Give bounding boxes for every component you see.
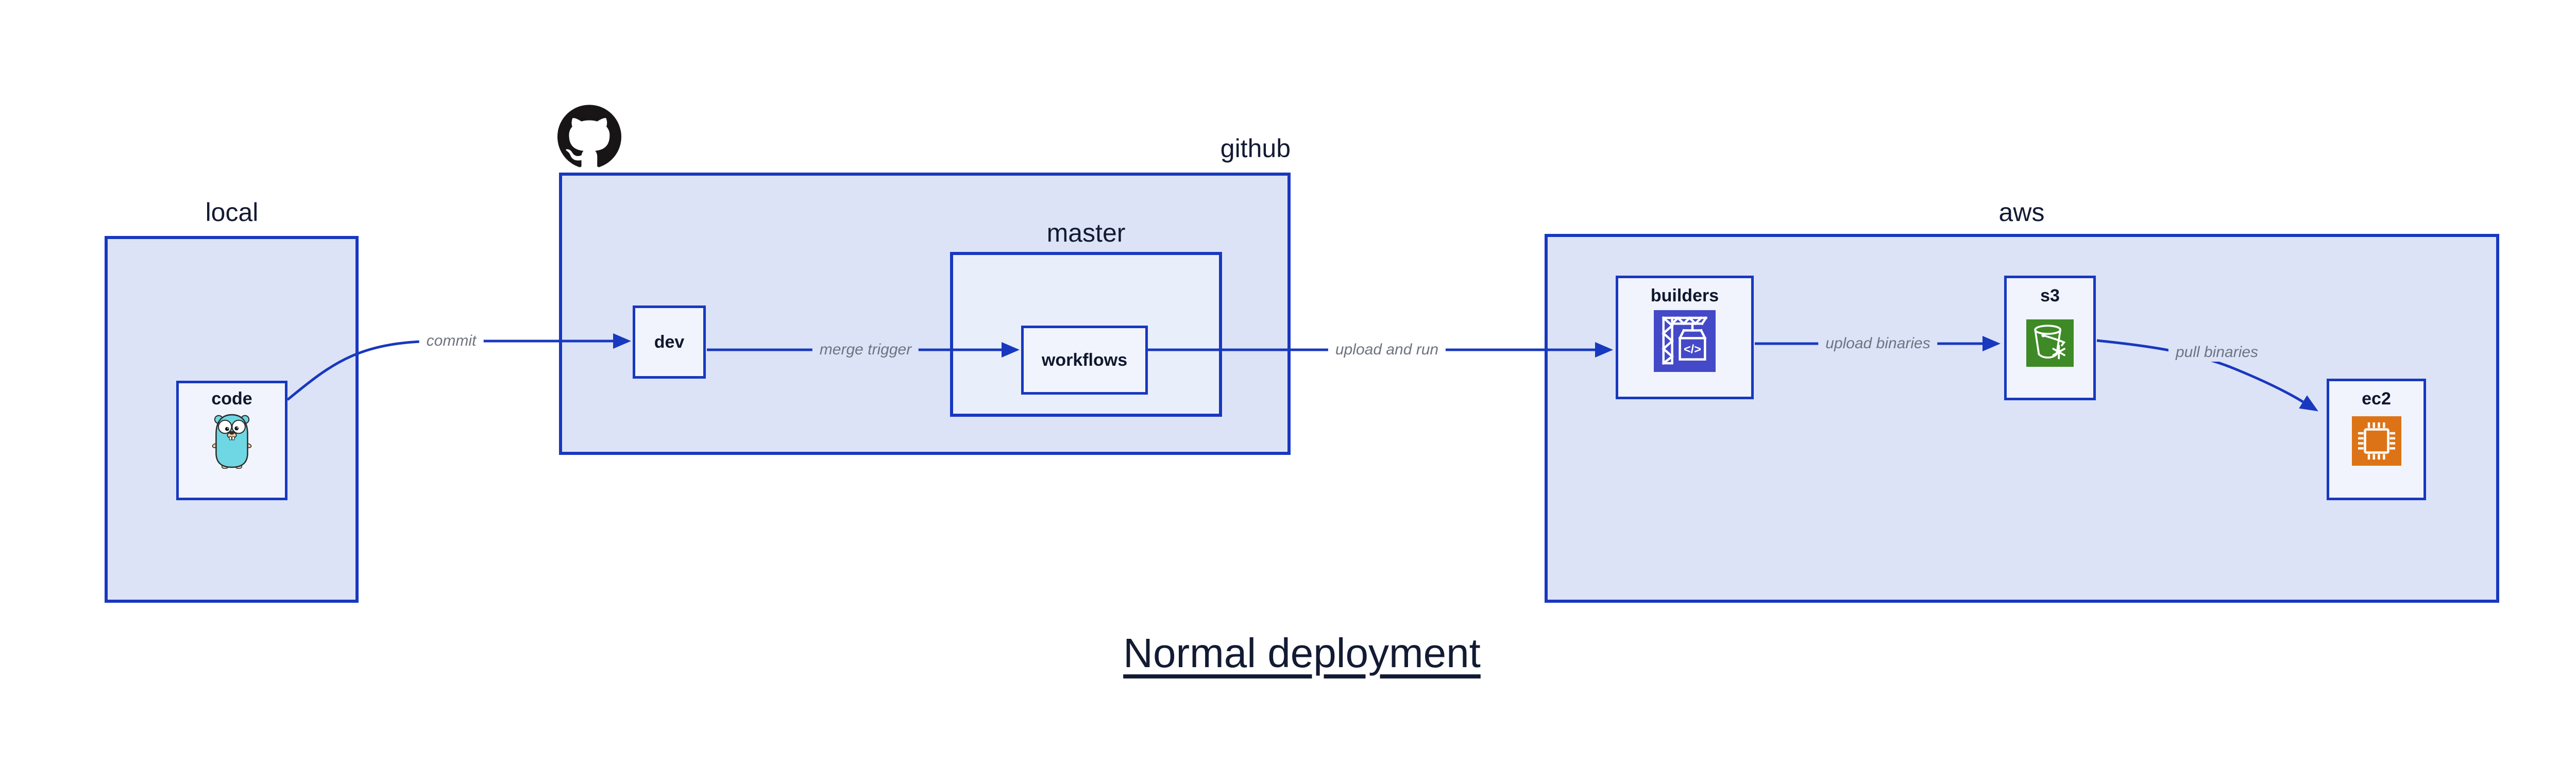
github-octocat-icon: [557, 105, 621, 167]
node-code: code: [176, 381, 287, 500]
diagram-title: Normal deployment: [1123, 630, 1481, 676]
container-label-master: master: [1046, 218, 1126, 247]
node-dev: dev: [633, 305, 706, 379]
node-label-ec2: ec2: [2362, 389, 2391, 409]
s3-glacier-bucket-icon: [2026, 319, 2074, 367]
node-label-workflows: workflows: [1041, 350, 1128, 370]
edge-label-upload-binaries: upload binaries: [1818, 334, 1938, 353]
container-label-github: github: [1220, 134, 1291, 163]
node-label-builders: builders: [1650, 286, 1719, 305]
node-label-s3: s3: [2040, 286, 2060, 305]
node-ec2: ec2: [2327, 379, 2426, 500]
svg-text:</>: </>: [1684, 342, 1701, 355]
container-label-local: local: [205, 198, 259, 227]
node-label-code: code: [211, 389, 252, 409]
edge-label-upload-and-run: upload and run: [1328, 341, 1446, 359]
node-workflows: workflows: [1021, 326, 1148, 395]
container-label-aws: aws: [1998, 198, 2045, 227]
ec2-chip-icon: [2351, 416, 2401, 466]
go-gopher-icon: [212, 414, 252, 469]
node-s3: s3: [2004, 276, 2096, 400]
node-builders: builders </>: [1616, 276, 1754, 399]
codebuild-crane-icon: </>: [1654, 310, 1716, 372]
edge-label-commit: commit: [419, 332, 484, 350]
edge-label-pull-binaries: pull binaries: [2168, 343, 2266, 362]
node-label-dev: dev: [654, 332, 685, 352]
edge-label-merge-trigger: merge trigger: [812, 341, 919, 359]
